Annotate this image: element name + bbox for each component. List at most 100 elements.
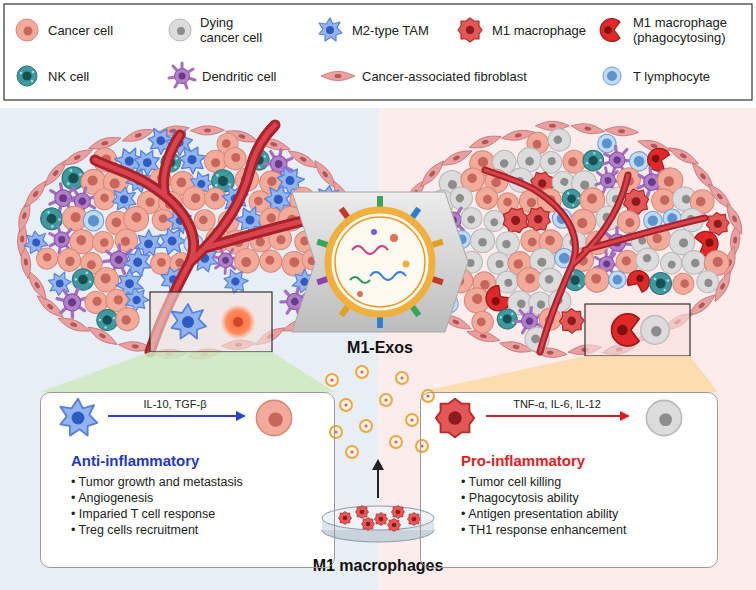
legend-label: Dying cancer cell <box>200 15 272 45</box>
glowing-cancer-cell <box>221 305 255 339</box>
m1-macrophage <box>391 505 404 518</box>
cancer-cell <box>32 244 62 274</box>
rna-strand <box>350 277 370 283</box>
zoom-frame <box>585 304 690 356</box>
legend-label: T lymphocyte <box>633 69 710 84</box>
cargo <box>403 261 410 268</box>
exosome-inner-membrane <box>335 217 425 307</box>
cancer-cell <box>89 228 118 257</box>
cancer-cell <box>616 250 639 273</box>
fibroblast <box>535 121 569 130</box>
cancer-cell <box>582 265 612 295</box>
blood-vessel-left <box>95 125 330 352</box>
cancer-cell <box>668 269 698 299</box>
bullet-item: • TH1 response enhancement <box>461 522 703 538</box>
bullet-item: • Antigen presentation ability <box>461 506 703 522</box>
left-panel <box>0 108 378 590</box>
zoom-left <box>150 292 272 352</box>
legend-label: M2-type TAM <box>352 23 429 38</box>
legend-label: Dendritic cell <box>202 69 276 84</box>
m1-phagocytosing <box>625 267 653 294</box>
m1-macrophage <box>387 518 400 531</box>
cancer-cell <box>259 250 282 273</box>
nk-cell <box>495 307 519 331</box>
legend-label: NK cell <box>48 69 89 84</box>
exosome <box>416 440 428 452</box>
rna-strand <box>370 272 406 280</box>
exosome-membrane <box>328 210 432 314</box>
exosome <box>396 372 408 384</box>
zoom-frame <box>150 292 272 352</box>
section-label: M1 macrophages <box>313 556 444 575</box>
zoom-funnel-left <box>40 352 335 392</box>
cancer-cell <box>113 305 142 334</box>
callout-box: Pro-inflammatory • Tumor cell killing• Ph… <box>420 392 718 568</box>
petri-dish <box>322 505 434 542</box>
cell-nucleus <box>233 317 243 327</box>
fibroblast <box>34 292 66 321</box>
exosome <box>330 426 342 438</box>
zoom-right <box>585 304 690 356</box>
cancer-cell <box>256 400 291 435</box>
exosome <box>356 366 368 378</box>
cancer-cell <box>473 184 501 212</box>
dying-cell <box>694 268 721 295</box>
exosome <box>390 436 402 448</box>
legend-label: Cancer-associated fibroblast <box>362 69 527 84</box>
fibroblast <box>570 121 605 136</box>
legend-icon <box>603 67 621 85</box>
callout-ground <box>40 392 335 568</box>
dying-cell <box>641 316 670 345</box>
exosome-large <box>316 196 443 328</box>
legend-icon <box>600 19 620 42</box>
fibroblast <box>439 147 474 169</box>
exosome <box>360 420 372 432</box>
fibroblast <box>190 126 224 136</box>
legend-icon <box>319 18 342 41</box>
dish-top <box>322 506 434 530</box>
exosome <box>326 374 338 386</box>
chevron <box>292 192 468 332</box>
bullet-item: • Angiogenesis <box>71 490 320 506</box>
fibroblast <box>60 146 94 169</box>
m1-phagocytosing <box>612 314 640 346</box>
dying-cell <box>646 400 681 435</box>
exosome <box>406 414 418 426</box>
bullet-item: • Treg cells recruitment <box>71 522 320 538</box>
legend-icon <box>169 63 195 88</box>
m2-tam <box>159 228 186 255</box>
fibroblast <box>121 126 156 146</box>
exosome <box>380 394 392 406</box>
box-heading: Anti-inflammatory <box>71 451 320 470</box>
zoom-funnel-right <box>420 356 718 392</box>
release-arrow <box>372 459 384 498</box>
m1-macrophage <box>374 512 387 525</box>
bullet-item: • Phagocytosis ability <box>461 490 703 506</box>
box-heading: Pro-inflammatory <box>461 451 703 470</box>
legend-frame <box>4 4 752 100</box>
m2-tam <box>60 399 97 436</box>
right-panel <box>378 108 756 590</box>
t-lymphocyte <box>606 269 628 291</box>
rna-strand <box>352 246 388 254</box>
dying-cell <box>457 204 485 232</box>
legend-label: M1 macrophage <box>492 23 586 38</box>
m1-exos-chevron <box>292 192 468 332</box>
m2-tam <box>172 304 207 339</box>
bullet-item: • Tumor cell killing <box>461 474 703 490</box>
legend-icon <box>17 66 37 86</box>
cytokine-label: IL-10, TGF-β <box>144 398 207 411</box>
arrow-shaft <box>377 468 379 498</box>
vessel-inner <box>95 125 330 352</box>
m1-macrophage <box>338 511 351 524</box>
cargo <box>357 291 363 297</box>
arrow-head <box>620 411 630 421</box>
legend-label: Cancer cell <box>48 23 113 38</box>
nk-cell <box>648 271 674 297</box>
bullet-item: • Tumor growth and metastasis <box>71 474 320 490</box>
cargo <box>390 234 398 242</box>
cancer-cell <box>222 146 248 172</box>
bullet-item: • Imparied T cell response <box>71 506 320 522</box>
m1-macrophage <box>524 205 553 234</box>
